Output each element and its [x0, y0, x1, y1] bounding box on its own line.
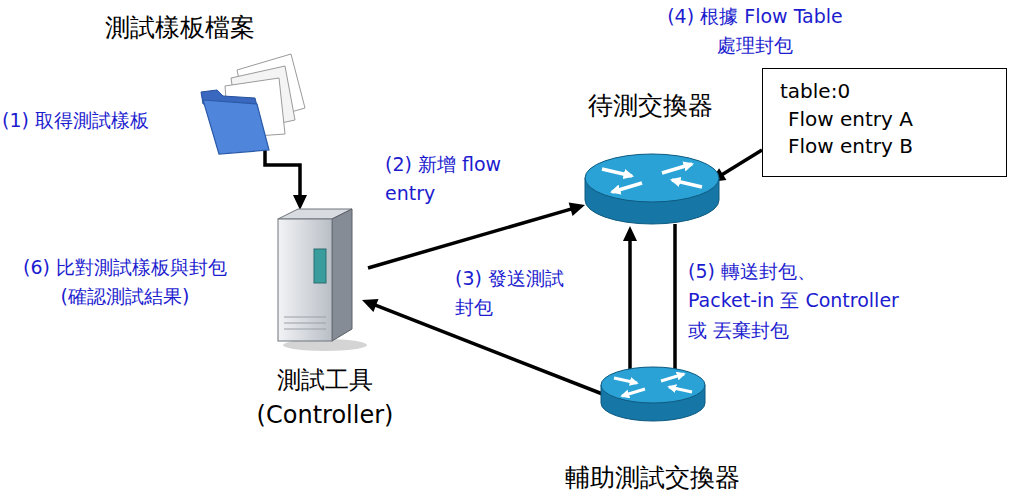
node-text: 測試工具 (Controller): [230, 363, 420, 433]
step-label: (1) 取得測試樣板: [2, 106, 149, 135]
switch-node: 待測交換器: [560, 88, 740, 243]
node-text: 待測交換器: [560, 90, 740, 123]
flow-table-box: table:0Flow entry A Flow entry B: [762, 68, 1007, 177]
folder-icon: [195, 48, 315, 158]
node-text: Flow entry A: [788, 107, 913, 131]
arrow-head: [362, 299, 379, 312]
switch-node: 輔助測試交換器: [545, 360, 760, 496]
step-label: (4) 根據 Flow Table 處理封包: [667, 2, 843, 61]
controller-node: 測試工具 (Controller): [230, 205, 420, 440]
step-label: (5) 轉送封包、 Packet-in 至 Controller 或 丟棄封包: [688, 257, 899, 345]
connector-line: [368, 209, 573, 268]
arrow-head: [623, 226, 637, 241]
connector-line: [265, 150, 300, 197]
connector: [623, 226, 637, 370]
step-label: (6) 比對測試樣板與封包 (確認測試結果): [23, 253, 227, 312]
switch-icon: [598, 363, 708, 429]
connector: [368, 202, 585, 268]
node-text: 輔助測試交換器: [545, 462, 760, 495]
step-label: (3) 發送測試 封包: [455, 264, 564, 323]
node-text: table:0: [780, 79, 850, 103]
folder-node: 測試樣板檔案: [50, 10, 310, 155]
node-text: 測試樣板檔案: [50, 12, 310, 45]
connector-line: [673, 224, 677, 372]
arrow-head: [293, 195, 307, 210]
step-label: (2) 新增 flow entry: [385, 150, 501, 209]
connector-line: [628, 239, 632, 370]
node-text: Flow entry B: [788, 134, 913, 158]
switch-icon: [582, 150, 722, 230]
connector: [675, 224, 676, 372]
connector: [265, 150, 307, 210]
server-icon: [270, 205, 370, 355]
arrow-head: [569, 202, 585, 215]
connector-line: [721, 150, 762, 175]
